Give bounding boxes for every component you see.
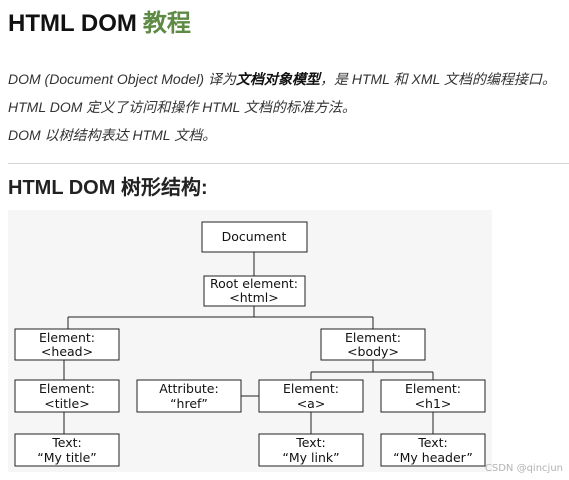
- watermark: CSDN @qincjun: [484, 463, 563, 474]
- node-text-header-line2: “My header”: [393, 450, 473, 465]
- dom-tree-svg: Document Root element: <html> Element: <…: [14, 221, 486, 467]
- dom-tree-diagram: Document Root element: <html> Element: <…: [8, 210, 492, 472]
- intro-p1-before: DOM (Document Object Model) 译为: [8, 71, 236, 87]
- node-text-link-line1: Text:: [295, 435, 326, 450]
- node-head-line2: <head>: [41, 344, 93, 359]
- node-a-line2: <a>: [297, 396, 326, 411]
- intro-p1-after: ，是 HTML 和 XML 文档的编程接口。: [319, 71, 556, 87]
- node-body-line1: Element:: [345, 330, 401, 345]
- node-a-line1: Element:: [283, 381, 339, 396]
- intro-paragraph-3: DOM 以树结构表达 HTML 文档。: [8, 127, 217, 143]
- node-text-title-line1: Text:: [51, 435, 82, 450]
- node-root: Root element: <html>: [203, 275, 306, 307]
- node-document-label: Document: [222, 229, 287, 244]
- section-title: HTML DOM 树形结构:: [8, 177, 208, 199]
- node-root-line2: <html>: [229, 290, 278, 305]
- node-head: Element: <head>: [14, 328, 120, 361]
- node-h1-line2: <h1>: [415, 396, 452, 411]
- node-text-header: Text: “My header”: [380, 433, 486, 467]
- node-document: Document: [201, 221, 308, 253]
- node-text-title-line2: “My title”: [37, 450, 97, 465]
- node-text-link: Text: “My link”: [258, 433, 364, 467]
- node-title-line2: <title>: [44, 396, 89, 411]
- section-divider: [8, 163, 569, 164]
- node-attribute-line2: “href”: [170, 396, 208, 411]
- node-attribute-line1: Attribute:: [159, 381, 218, 396]
- intro-p1-bold: 文档对象模型: [235, 71, 320, 87]
- node-attribute: Attribute: “href”: [136, 379, 242, 413]
- node-head-line1: Element:: [39, 330, 95, 345]
- node-text-header-line1: Text:: [417, 435, 448, 450]
- node-title-line1: Element:: [39, 381, 95, 396]
- intro-paragraph-1: DOM (Document Object Model) 译为文档对象模型，是 H…: [8, 70, 556, 88]
- node-body-line2: <body>: [347, 344, 399, 359]
- node-a: Element: <a>: [258, 379, 364, 413]
- node-root-line1: Root element:: [210, 276, 298, 291]
- node-h1-line1: Element:: [405, 381, 461, 396]
- page-title-accent: 教程: [142, 10, 191, 37]
- node-h1: Element: <h1>: [380, 379, 486, 413]
- node-text-title: Text: “My title”: [14, 433, 120, 467]
- tree-connectors: [63, 252, 434, 434]
- node-title: Element: <title>: [14, 379, 120, 413]
- node-text-link-line2: “My link”: [282, 450, 339, 465]
- intro-paragraph-2: HTML DOM 定义了访问和操作 HTML 文档的标准方法。: [8, 99, 356, 115]
- node-body: Element: <body>: [320, 328, 426, 361]
- page-title-main: HTML DOM: [8, 10, 137, 37]
